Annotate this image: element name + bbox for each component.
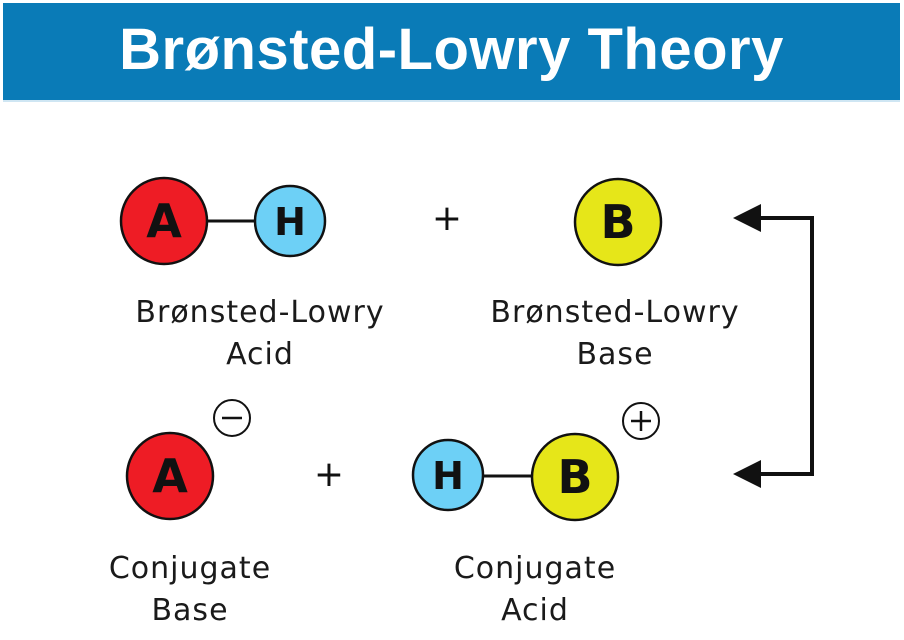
page-title: Brønsted-Lowry Theory <box>119 17 784 82</box>
plus-operator-bottom: + <box>314 454 344 495</box>
plus-operator-top: + <box>432 198 462 239</box>
atom-a-icon <box>119 176 209 266</box>
conjugate-acid-molecule: H B <box>411 402 660 522</box>
bronsted-base-label: Brønsted-Lowry Base <box>425 292 805 376</box>
label-line-2: Acid <box>226 337 294 372</box>
label-line-2: Base <box>576 337 654 372</box>
label-line-2: Base <box>151 593 229 628</box>
conjugate-base-label: Conjugate Base <box>60 548 320 632</box>
conjugate-base-molecule: A <box>125 399 251 521</box>
positive-charge-icon <box>622 402 660 440</box>
bronsted-acid-molecule: A H <box>119 176 327 266</box>
negative-charge-icon <box>213 399 251 437</box>
conjugate-acid-label: Conjugate Acid <box>405 548 665 632</box>
bronsted-acid-label: Brønsted-Lowry Acid <box>70 292 450 376</box>
atom-a-letter: A <box>152 449 188 503</box>
label-line-1: Brønsted-Lowry <box>490 295 740 330</box>
label-line-1: Conjugate <box>108 551 272 586</box>
atom-h-letter: H <box>274 200 306 244</box>
label-line-2: Acid <box>501 593 569 628</box>
equilibrium-arrow-icon <box>733 204 814 488</box>
label-line-1: Conjugate <box>453 551 617 586</box>
atom-b-icon <box>530 432 620 522</box>
atom-b-icon <box>573 177 663 267</box>
atom-h-icon <box>411 438 485 512</box>
atom-h-icon <box>253 184 327 258</box>
atom-b-letter: B <box>557 450 592 504</box>
label-line-1: Brønsted-Lowry <box>135 295 385 330</box>
atom-h-letter: H <box>432 454 464 498</box>
title-banner: Brønsted-Lowry Theory <box>3 3 900 102</box>
atom-b-letter: B <box>600 195 635 249</box>
atom-a-letter: A <box>146 194 182 248</box>
bronsted-base-molecule: B <box>573 177 663 267</box>
atom-a-icon <box>125 431 215 521</box>
